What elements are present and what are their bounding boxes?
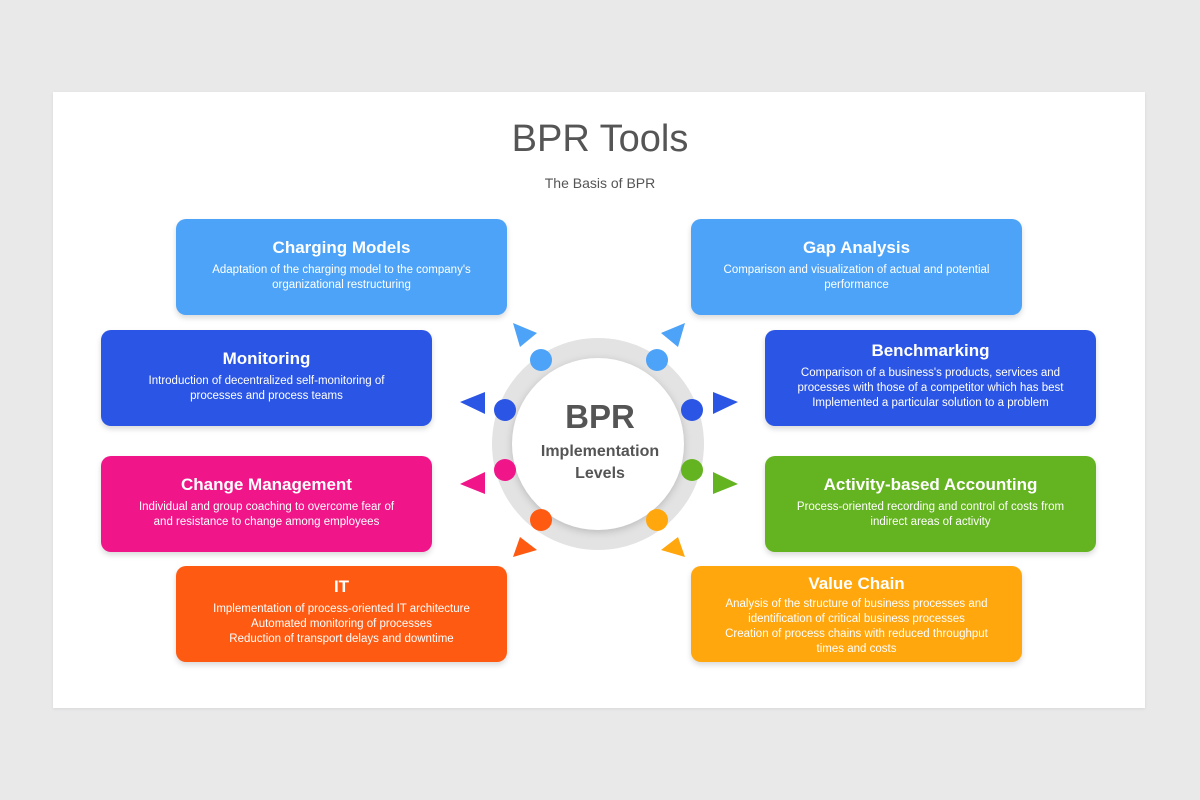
- dot-blue-left: [494, 399, 516, 421]
- card-title: Value Chain: [808, 574, 905, 593]
- card-desc-line: performance: [824, 279, 889, 291]
- card-desc-line: Analysis of the structure of business pr…: [725, 598, 988, 610]
- card-description: Individual and group coaching to overcom…: [119, 500, 414, 530]
- card-desc-line: Creation of process chains with reduced …: [725, 628, 988, 640]
- hub-subtitle-line: Levels: [575, 465, 625, 482]
- card-desc-line: Automated monitoring of processes: [251, 618, 432, 630]
- card-title: Benchmarking: [871, 341, 990, 360]
- card-description: Introduction of decentralized self-monit…: [119, 374, 414, 404]
- card-value-chain: Value Chain Analysis of the structure of…: [691, 566, 1022, 662]
- dot-light-blue-right: [646, 349, 668, 371]
- card-title: Charging Models: [272, 238, 411, 257]
- card-desc-line: and resistance to change among employees: [153, 516, 380, 528]
- card-desc-line: identification of critical business proc…: [748, 613, 965, 625]
- card-desc-line: organizational restructuring: [272, 279, 411, 291]
- card-description: Comparison of a business's products, ser…: [783, 366, 1078, 411]
- card-desc-line: Comparison and visualization of actual a…: [723, 264, 990, 276]
- card-description: Comparison and visualization of actual a…: [709, 263, 1004, 293]
- card-description: Adaptation of the charging model to the …: [194, 263, 489, 293]
- card-desc-line: Process-oriented recording and control o…: [796, 501, 1065, 513]
- card-desc-line: Introduction of decentralized self-monit…: [148, 375, 385, 387]
- card-desc-line: Adaptation of the charging model to the …: [212, 264, 471, 276]
- card-it: IT Implementation of process-oriented IT…: [176, 566, 507, 662]
- card-title: Monitoring: [222, 349, 311, 368]
- card-desc-line: indirect areas of activity: [870, 516, 991, 528]
- arrow-blue-right-icon: [713, 392, 738, 414]
- hub-subtitle: Implementation Levels: [518, 441, 682, 485]
- card-description: Process-oriented recording and control o…: [783, 500, 1078, 530]
- dot-green: [681, 459, 703, 481]
- card-desc-line: Individual and group coaching to overcom…: [138, 501, 395, 513]
- page-subtitle: The Basis of BPR: [544, 175, 656, 191]
- card-gap-analysis: Gap Analysis Comparison and visualizatio…: [691, 219, 1022, 315]
- card-title: Gap Analysis: [802, 238, 911, 257]
- dot-pink: [494, 459, 516, 481]
- card-title: Change Management: [181, 475, 352, 494]
- arrow-orange-icon: [661, 537, 685, 557]
- hub-inner-circle: [512, 358, 684, 530]
- card-desc-line: processes and process teams: [190, 390, 343, 402]
- card-desc-line: processes with those of a competitor whi…: [797, 382, 1064, 394]
- dot-orange: [646, 509, 668, 531]
- card-benchmarking: Benchmarking Comparison of a business's …: [765, 330, 1096, 426]
- arrow-light-blue-left-icon: [513, 323, 537, 347]
- arrow-green-icon: [713, 472, 738, 494]
- hub-subtitle-line: Implementation: [540, 443, 660, 460]
- card-description: Analysis of the structure of business pr…: [709, 597, 1004, 657]
- card-description: Implementation of process-oriented IT ar…: [194, 602, 489, 647]
- card-charging-models: Charging Models Adaptation of the chargi…: [176, 219, 507, 315]
- hub-title: BPR: [565, 398, 635, 435]
- card-desc-line: Comparison of a business's products, ser…: [800, 367, 1061, 379]
- card-activity-based-accounting: Activity-based Accounting Process-orient…: [765, 456, 1096, 552]
- card-title: Activity-based Accounting: [823, 475, 1038, 494]
- dot-blue-right: [681, 399, 703, 421]
- card-change-management: Change Management Individual and group c…: [101, 456, 432, 552]
- card-desc-line: Reduction of transport delays and downti…: [229, 633, 454, 645]
- arrow-blue-left-icon: [460, 392, 485, 414]
- arrow-light-blue-right-icon: [661, 323, 685, 347]
- dot-light-blue-left: [530, 349, 552, 371]
- dot-orange-red: [530, 509, 552, 531]
- arrow-orange-red-icon: [513, 537, 537, 557]
- page-title: BPR Tools: [511, 118, 689, 160]
- card-desc-line: Implemented a particular solution to a p…: [812, 397, 1049, 409]
- card-title: IT: [333, 577, 350, 596]
- arrow-pink-icon: [460, 472, 485, 494]
- card-monitoring: Monitoring Introduction of decentralized…: [101, 330, 432, 426]
- card-desc-line: Implementation of process-oriented IT ar…: [213, 603, 470, 615]
- card-desc-line: times and costs: [816, 643, 897, 655]
